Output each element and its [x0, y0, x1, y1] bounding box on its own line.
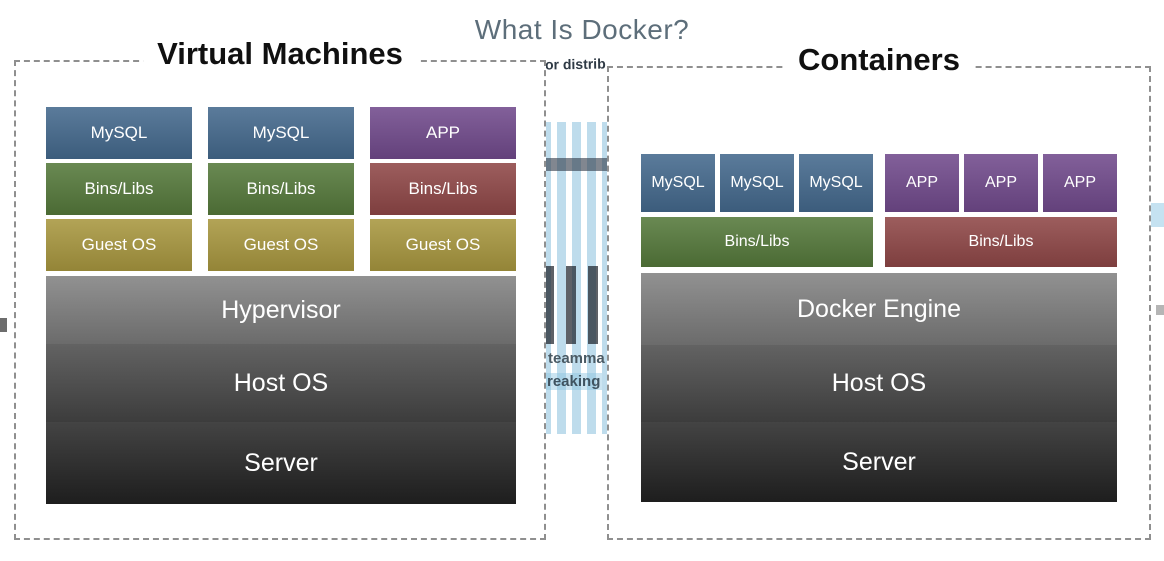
vm-stack-column: MySQL Bins/Libs Guest OS	[208, 107, 354, 271]
container-groups: MySQL MySQL MySQL Bins/Libs APP APP APP …	[641, 154, 1117, 267]
bins-libs-box: Bins/Libs	[370, 163, 516, 215]
container-app-box: APP	[964, 154, 1038, 212]
container-infrastructure-layers: Docker Engine Host OS Server	[641, 273, 1117, 502]
hypervisor-layer: Hypervisor	[46, 276, 516, 344]
background-text-fragment: teamma	[548, 350, 605, 367]
containers-panel: Containers MySQL MySQL MySQL Bins/Libs A…	[607, 42, 1151, 540]
container-app-row: MySQL MySQL MySQL	[641, 154, 873, 212]
server-layer: Server	[641, 422, 1117, 502]
container-bins-libs-bar: Bins/Libs	[641, 217, 873, 267]
vm-stacks: MySQL Bins/Libs Guest OS MySQL Bins/Libs…	[46, 107, 516, 271]
guest-os-box: Guest OS	[46, 219, 192, 271]
containers-panel-title: Containers	[784, 42, 974, 78]
background-container-lid-graphic	[542, 158, 610, 171]
guest-os-box: Guest OS	[370, 219, 516, 271]
vm-stack-column: MySQL Bins/Libs Guest OS	[46, 107, 192, 271]
background-text-fragment: reaking	[545, 373, 603, 390]
container-app-box: APP	[1043, 154, 1117, 212]
host-os-layer: Host OS	[46, 344, 516, 422]
mysql-box: MySQL	[208, 107, 354, 159]
virtual-machines-panel: Virtual Machines MySQL Bins/Libs Guest O…	[14, 36, 546, 540]
vm-stack-column: APP Bins/Libs Guest OS	[370, 107, 516, 271]
background-edge-mark-right	[1156, 305, 1164, 315]
background-text-smudge	[544, 266, 608, 344]
background-edge-mark-left	[0, 318, 7, 332]
container-group-mysql: MySQL MySQL MySQL Bins/Libs	[641, 154, 873, 267]
server-layer: Server	[46, 422, 516, 504]
container-app-box: MySQL	[799, 154, 873, 212]
container-group-app: APP APP APP Bins/Libs	[885, 154, 1117, 267]
vm-panel-title: Virtual Machines	[143, 36, 417, 72]
app-box: APP	[370, 107, 516, 159]
container-bins-libs-bar: Bins/Libs	[885, 217, 1117, 267]
guest-os-box: Guest OS	[208, 219, 354, 271]
background-text-fragment: or distrib	[544, 55, 606, 73]
bins-libs-box: Bins/Libs	[46, 163, 192, 215]
docker-engine-layer: Docker Engine	[641, 273, 1117, 345]
mysql-box: MySQL	[46, 107, 192, 159]
bins-libs-box: Bins/Libs	[208, 163, 354, 215]
container-app-row: APP APP APP	[885, 154, 1117, 212]
host-os-layer: Host OS	[641, 345, 1117, 422]
container-app-box: APP	[885, 154, 959, 212]
container-app-box: MySQL	[720, 154, 794, 212]
page-title: What Is Docker?	[474, 14, 690, 45]
container-app-box: MySQL	[641, 154, 715, 212]
vm-infrastructure-layers: Hypervisor Host OS Server	[46, 276, 516, 504]
